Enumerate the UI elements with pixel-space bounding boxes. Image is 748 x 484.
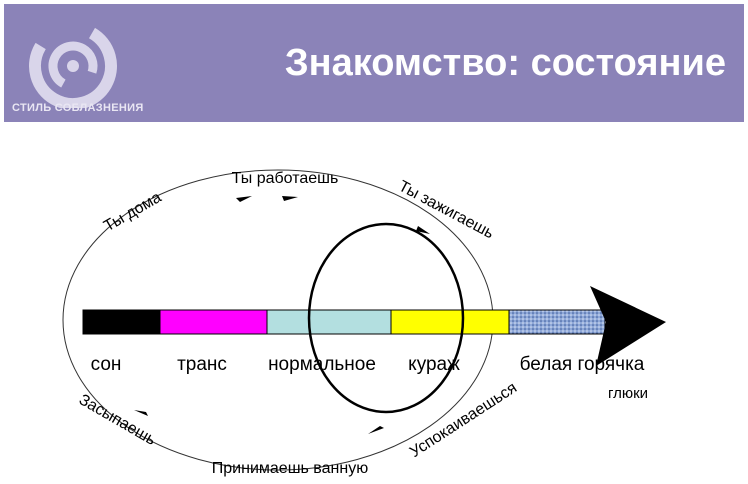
- cycle-arrow-top-2: [282, 196, 298, 201]
- state-label-belaya-goryachka: белая горячка: [520, 354, 645, 375]
- focus-ellipse: [307, 222, 465, 414]
- logo-icon: [28, 21, 117, 108]
- extra-label-glyuki: глюки: [608, 385, 648, 402]
- state-bar-son: [82, 309, 161, 335]
- cycle-arrow-bottom-right: [368, 426, 384, 434]
- cycle-label-bottom-right: Успокаиваешься: [407, 379, 520, 461]
- cycle-label-top-right: Ты зажигаешь: [396, 178, 497, 242]
- cycle-label-top-left: Ты дома: [101, 189, 164, 235]
- page-title: Знакомство: состояние: [284, 42, 726, 84]
- state-label-kurazh: кураж: [408, 354, 460, 375]
- cycle-arrow-bottom-left: [134, 410, 148, 416]
- state-bar-belaya-goryachka: [508, 309, 606, 335]
- logo-caption: СТИЛЬ СОБЛАЗНЕНИЯ: [12, 102, 144, 114]
- cycle-arrow-top-1: [236, 196, 252, 202]
- header-banner: СТИЛЬ СОБЛАЗНЕНИЯ Знакомство: состояние: [4, 4, 744, 122]
- cycle-label-top: Ты работаешь: [232, 170, 339, 187]
- state-label-trans: транс: [177, 354, 227, 375]
- state-bar-trans: [159, 309, 268, 335]
- cycle-label-bottom: Принимаешь ванную: [212, 460, 368, 477]
- state-bar-kurazh: [390, 309, 510, 335]
- arrow-head-icon: [590, 286, 666, 366]
- state-label-son: сон: [91, 354, 122, 375]
- cycle-label-bottom-left: Засыпаешь: [76, 391, 159, 449]
- cycle-arrow-top-right: [416, 226, 430, 234]
- state-label-normal: нормальное: [268, 354, 376, 375]
- state-bar-normal: [266, 309, 392, 335]
